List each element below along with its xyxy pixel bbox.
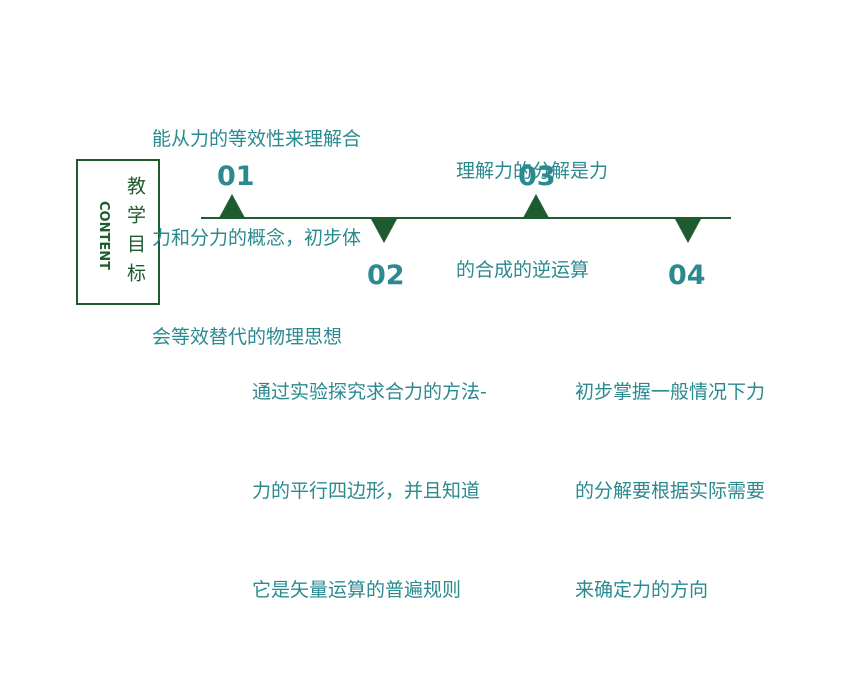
timeline-marker-04-triangle-icon xyxy=(675,219,701,243)
item-text-01-line: 能从力的等效性来理解合 xyxy=(152,128,362,150)
timeline-marker-03-triangle-icon xyxy=(523,194,549,218)
slide: CONTENT 教学目标 01 02 03 04 能从力的等效性来理解合 力和分… xyxy=(76,57,765,601)
timeline-marker-02-triangle-icon xyxy=(371,219,397,243)
item-text-04-line: 的分解要根据实际需要 xyxy=(575,480,766,502)
item-text-03: 理解力的分解是力 的合成的逆运算 xyxy=(456,89,608,353)
item-text-04-line: 初步掌握一般情况下力 xyxy=(575,381,766,403)
content-title-en: CONTENT xyxy=(96,200,111,270)
content-title-zh: 教学目标 xyxy=(124,176,146,292)
timeline-marker-01-triangle-icon xyxy=(219,194,245,218)
item-number-03: 03 xyxy=(518,161,556,192)
item-text-03-line: 的合成的逆运算 xyxy=(456,259,590,281)
item-text-02-line: 通过实验探究求合力的方法- xyxy=(252,381,487,403)
item-text-02-line: 它是矢量运算的普遍规则 xyxy=(252,579,462,601)
item-text-01-line: 会等效替代的物理思想 xyxy=(152,326,343,348)
item-number-02: 02 xyxy=(367,260,405,291)
content-frame xyxy=(76,159,160,305)
item-text-03-line: 理解力的分解是力 xyxy=(456,160,609,182)
item-text-02: 通过实验探究求合力的方法- 力的平行四边形，并且知道 它是矢量运算的普遍规则 xyxy=(252,310,487,673)
item-text-02-line: 力的平行四边形，并且知道 xyxy=(252,480,481,502)
item-number-01: 01 xyxy=(217,161,255,192)
item-number-04: 04 xyxy=(668,260,706,291)
item-text-01-line: 力和分力的概念，初步体 xyxy=(152,227,362,249)
item-text-01: 能从力的等效性来理解合 力和分力的概念，初步体 会等效替代的物理思想 xyxy=(152,57,361,420)
timeline-line xyxy=(201,217,731,219)
item-text-04-line: 来确定力的方向 xyxy=(575,579,709,601)
item-text-04: 初步掌握一般情况下力 的分解要根据实际需要 来确定力的方向 xyxy=(575,310,765,673)
